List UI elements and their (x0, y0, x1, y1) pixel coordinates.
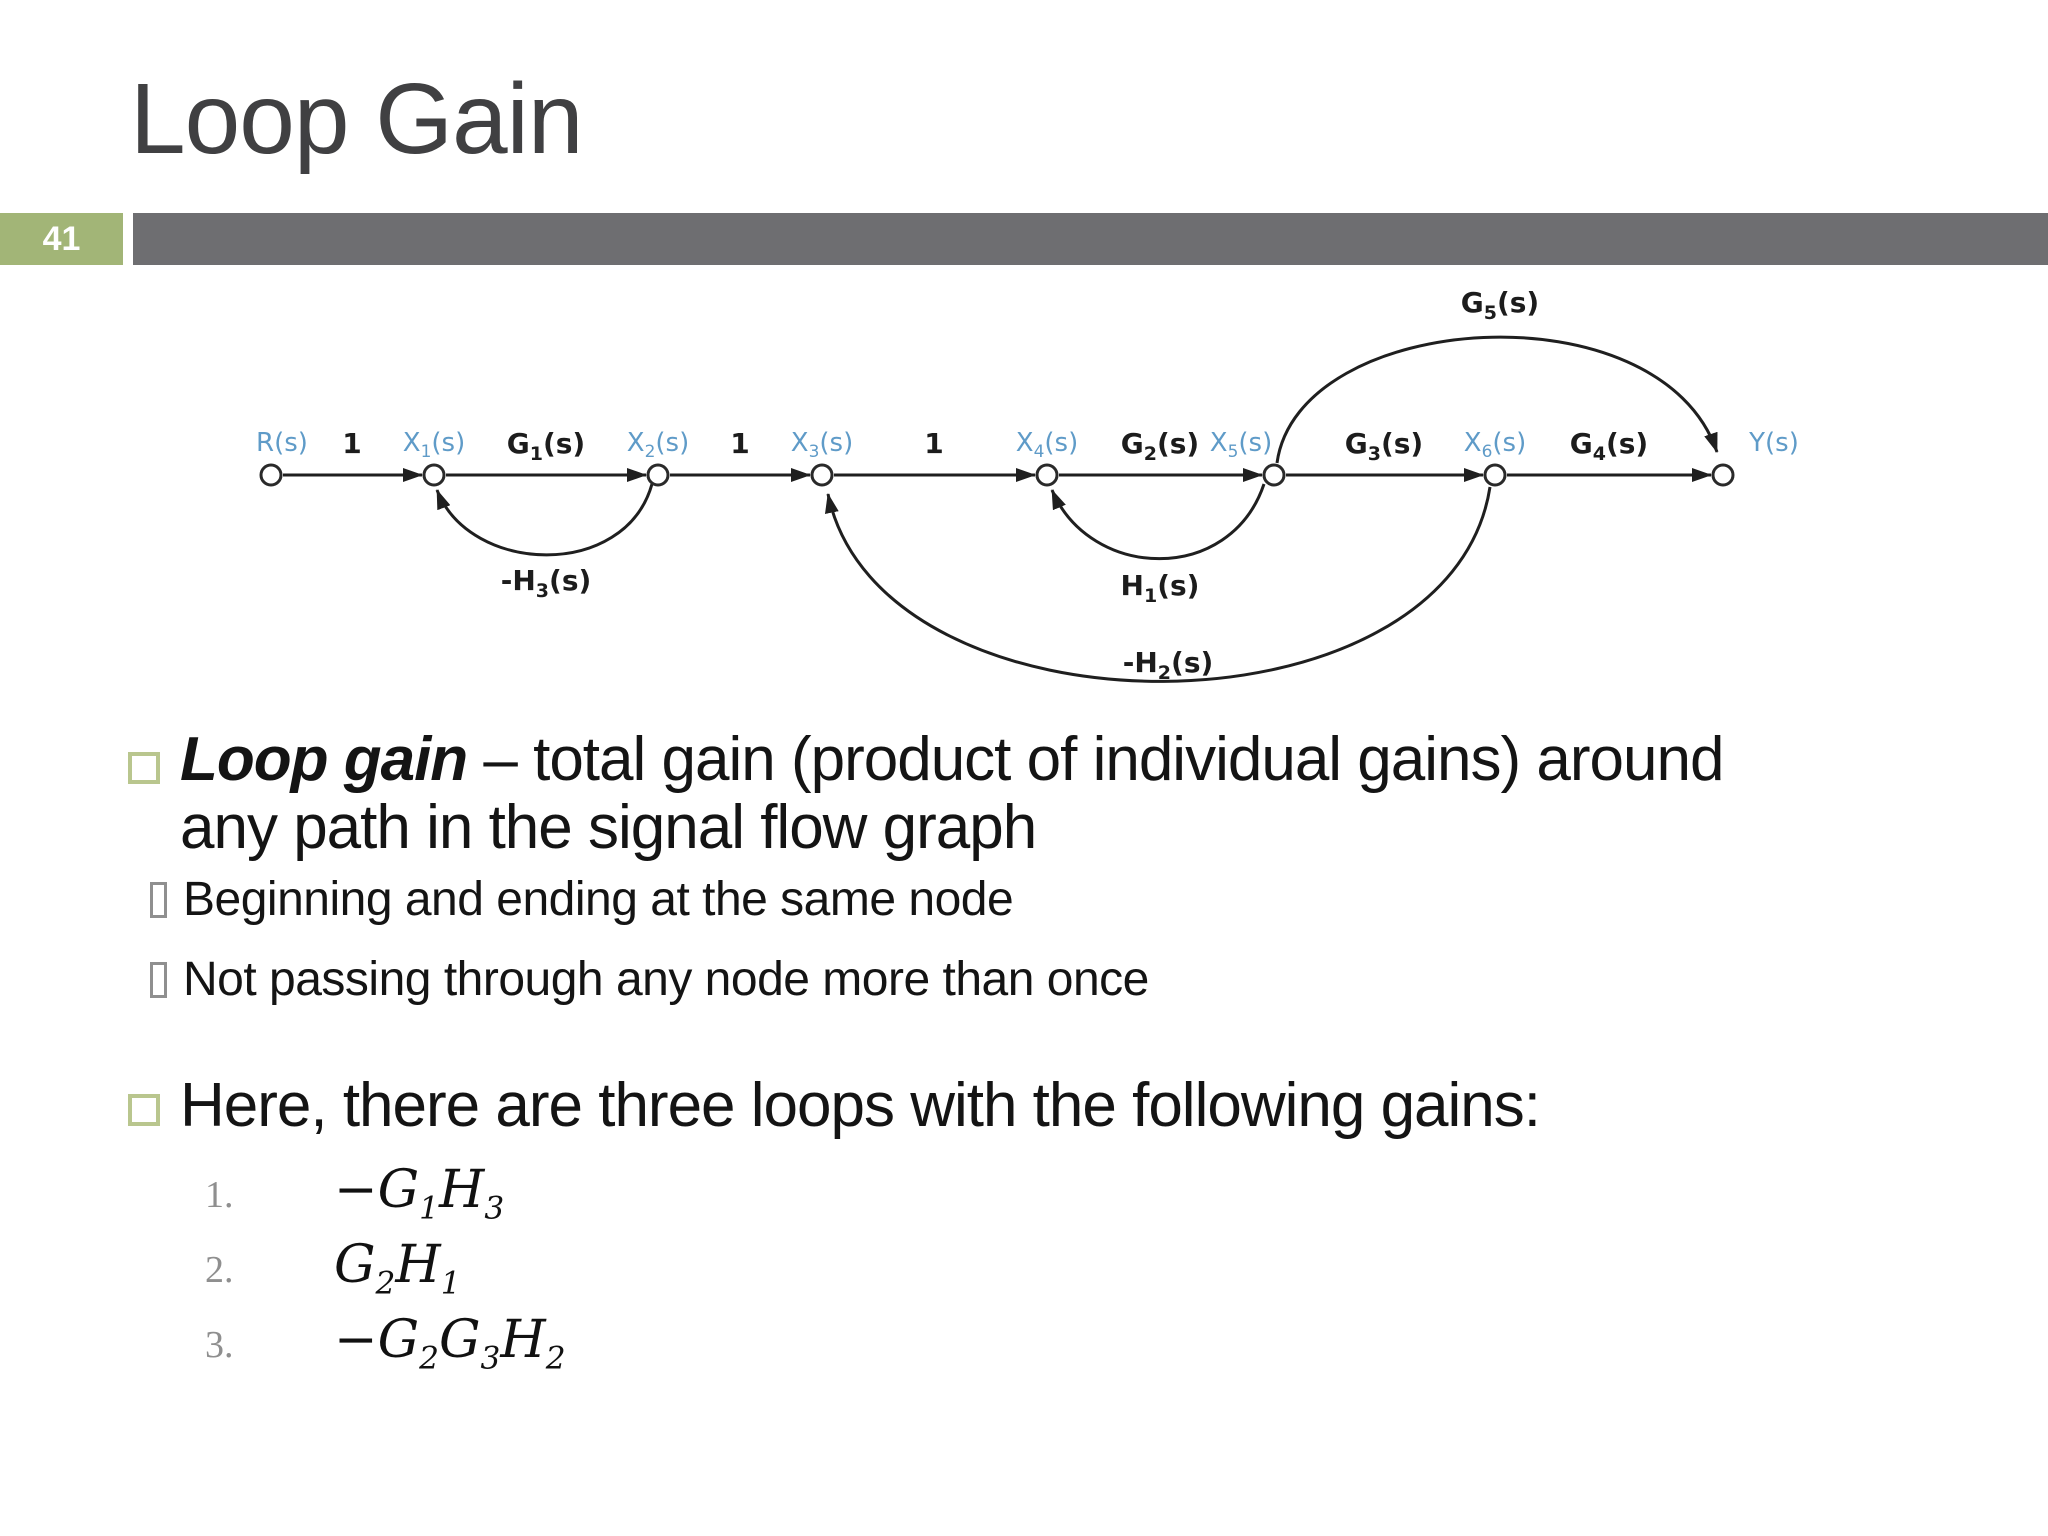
loop-gain-2-value: G2H1 (334, 1235, 461, 1302)
bullet1-line1-rest: – total gain (product of individual gain… (467, 725, 1724, 794)
node-label-y: Y(s) (1748, 428, 1799, 458)
bullet-square-icon (128, 752, 160, 784)
node-label-x5: X5(s) (1210, 428, 1272, 462)
sub-bullet-2-text: Not passing through any node more than o… (183, 953, 1149, 1006)
node-x4 (1035, 463, 1059, 487)
node-label-x4: X4(s) (1016, 428, 1078, 462)
sub-bullet-1: Beginning and ending at the same node (150, 872, 1014, 927)
node-x1 (422, 463, 446, 487)
loop-label-h2: -H2(s) (1123, 646, 1214, 684)
node-x5 (1262, 463, 1286, 487)
bullet1-line2: any path in the signal flow graph (180, 793, 1037, 862)
node-r (259, 463, 283, 487)
node-label-x2: X2(s) (627, 428, 689, 462)
node-x3 (810, 463, 834, 487)
node-label-x3: X3(s) (791, 428, 853, 462)
branch-label-g1: G1(s) (507, 427, 585, 465)
node-label-x1: X1(s) (403, 428, 465, 462)
sub-bullet-2: Not passing through any node more than o… (150, 952, 1149, 1007)
missing-glyph-bullet-icon (150, 961, 167, 998)
signal-flow-graph-diagram: R(s) X1(s) X2(s) X3(s) X4(s) X5(s) X6(s)… (256, 286, 1799, 684)
branch-label-g3: G3(s) (1345, 427, 1423, 465)
sub-bullet-1-text: Beginning and ending at the same node (183, 873, 1014, 926)
node-label-r: R(s) (256, 428, 308, 458)
bullet-square-icon (128, 1094, 160, 1126)
loop-gain-1-value: −G1H3 (334, 1160, 505, 1227)
bullet1-text: Loop gain – total gain (product of indiv… (180, 726, 1740, 862)
branch-label-g2: G2(s) (1121, 427, 1199, 465)
feedforward-arc-g5 (1275, 335, 1719, 464)
node-x6 (1483, 463, 1507, 487)
loop-gain-1-number: 1. (205, 1174, 234, 1216)
loop-gain-3-value: −G2G3H2 (334, 1310, 566, 1377)
page-number-badge: 41 (0, 213, 123, 265)
node-label-x6: X6(s) (1464, 428, 1526, 462)
bullet1-term: Loop gain (180, 725, 468, 794)
missing-glyph-bullet-icon (150, 881, 167, 918)
branch-label-1a: 1 (342, 427, 361, 460)
node-y (1711, 463, 1735, 487)
loop-arc-h2 (825, 486, 1492, 683)
loop-arc-h1 (1050, 483, 1266, 560)
loop-label-h3: -H3(s) (501, 564, 592, 602)
loop-gain-2-number: 2. (205, 1249, 234, 1291)
loop-label-g5: G5(s) (1461, 286, 1539, 324)
node-x2 (646, 463, 670, 487)
page-number: 41 (42, 219, 81, 258)
branch-label-1c: 1 (924, 427, 943, 460)
loop-gain-3-number: 3. (205, 1324, 234, 1366)
branch-label-1b: 1 (730, 427, 749, 460)
branch-label-g4: G4(s) (1570, 427, 1648, 465)
loop-arc-h3 (435, 483, 654, 557)
bullet2-text: Here, there are three loops with the fol… (180, 1071, 1541, 1140)
header-divider-bar (133, 213, 2048, 265)
loop-label-h1: H1(s) (1121, 569, 1200, 607)
page-title: Loop Gain (130, 63, 583, 175)
